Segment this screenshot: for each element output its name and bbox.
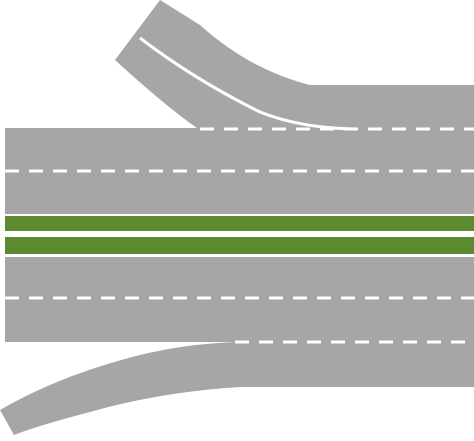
lower-ramp-road: [0, 342, 474, 435]
median-gap: [5, 231, 474, 237]
lower-carriageway: [0, 257, 474, 435]
upper-ramp-road: [115, 0, 474, 130]
upper-ramp-edge-line: [139, 36, 356, 131]
lower-main-road: [5, 257, 474, 342]
median: [5, 216, 474, 254]
median-stripe-upper: [5, 216, 474, 231]
upper-carriageway: [5, 0, 474, 214]
upper-main-road: [5, 128, 474, 214]
median-stripe-lower: [5, 237, 474, 254]
